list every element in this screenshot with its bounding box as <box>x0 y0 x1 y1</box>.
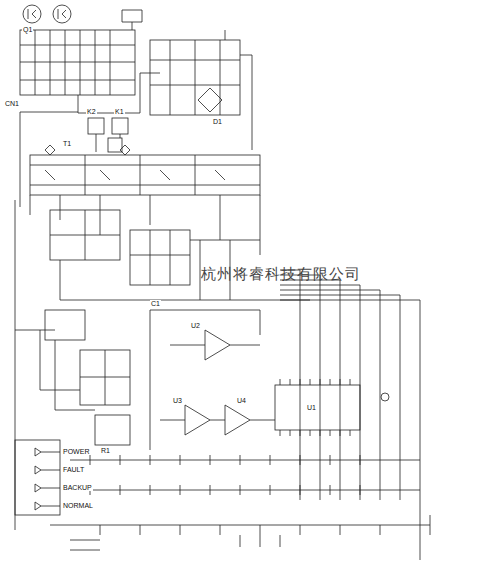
part-label: U3 <box>172 397 183 404</box>
part-label: C1 <box>150 300 161 307</box>
watermark: 杭州将睿科技有限公司 <box>200 266 362 281</box>
part-label: K1 <box>114 108 125 115</box>
part-label: D1 <box>212 118 223 125</box>
part-label: U4 <box>236 397 247 404</box>
part-label: FAULT <box>62 466 85 473</box>
part-label: R1 <box>100 447 111 454</box>
part-label: T1 <box>62 140 72 147</box>
part-label: U2 <box>190 322 201 329</box>
part-label: NORMAL <box>62 502 94 509</box>
part-label: Q1 <box>22 26 33 33</box>
part-label: POWER <box>62 448 90 455</box>
part-label: BACKUP <box>62 484 93 491</box>
part-label: U1 <box>306 404 317 411</box>
part-label: K2 <box>86 108 97 115</box>
part-label: CN1 <box>4 100 20 107</box>
